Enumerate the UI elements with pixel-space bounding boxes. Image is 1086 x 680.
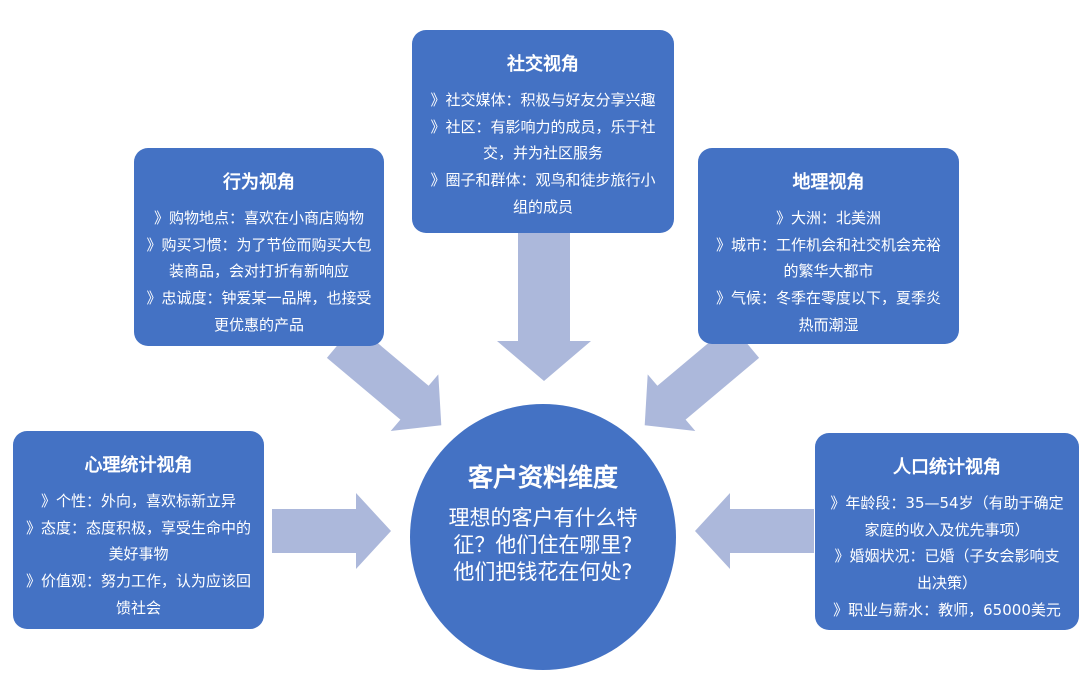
bullet-item: 》购物地点：喜欢在小商店购物 — [153, 209, 364, 227]
bullet-item: 》社区：有影响力的成员，乐于社 交，并为社区服务 — [430, 117, 656, 163]
box-title: 社交视角 — [507, 54, 579, 75]
box-title: 人口统计视角 — [893, 457, 1001, 478]
box-title: 心理统计视角 — [84, 455, 193, 476]
center-title: 客户资料维度 — [467, 463, 618, 492]
box-social-perspective: 社交视角 》社交媒体：积极与好友分享兴趣 》社区：有影响力的成员，乐于社 交，并… — [412, 30, 674, 233]
down-arrow-icon — [497, 233, 591, 381]
bullet-item: 》职业与薪水：教师，65000美元 — [833, 600, 1061, 619]
down-left-arrow-icon — [644, 324, 760, 431]
bullet-item: 》圈子和群体：观鸟和徒步旅行小 组的成员 — [430, 171, 656, 216]
box-geographic-perspective: 地理视角 》大洲：北美洲 》城市：工作机会和社交机会充裕 的繁华大都市 》气候：… — [698, 148, 959, 344]
bullet-item: 》态度：态度积极，享受生命中的 美好事物 — [25, 518, 251, 564]
bullet-item: 》大洲：北美洲 — [775, 209, 881, 227]
bullet-item: 》购买习惯：为了节俭而购买大包 装商品，会对打折有新响应 — [146, 235, 372, 281]
center-body-text: 理想的客户有什么特 征？他们住在哪里? 他们把钱花在何处? — [448, 505, 638, 585]
bullet-item: 》价值观：努力工作，认为应该回 馈社会 — [25, 572, 251, 617]
box-title: 地理视角 — [792, 172, 865, 193]
box-behavior-perspective: 行为视角 》购物地点：喜欢在小商店购物 》购买习惯：为了节俭而购买大包 装商品，… — [134, 148, 384, 346]
left-arrow-icon — [695, 493, 814, 569]
bullet-item: 》婚姻状况：已婚（子女会影响支 出决策） — [834, 547, 1060, 593]
down-right-arrow-icon — [326, 324, 442, 431]
bullet-item: 》年龄段：35—54岁（有助于确定 家庭的收入及优先事项） — [830, 494, 1064, 539]
right-arrow-icon — [272, 493, 391, 569]
box-demographic-perspective: 人口统计视角 》年龄段：35—54岁（有助于确定 家庭的收入及优先事项） 》婚姻… — [815, 433, 1079, 630]
bullet-item: 》城市：工作机会和社交机会充裕 的繁华大都市 — [715, 235, 941, 281]
box-psychographic-perspective: 心理统计视角 》个性：外向，喜欢标新立异 》态度：态度积极，享受生命中的 美好事… — [13, 431, 264, 629]
bullet-item: 》社交媒体：积极与好友分享兴趣 — [430, 91, 656, 109]
bullet-item: 》忠诚度：钟爱某一品牌，也接受 更优惠的产品 — [146, 289, 372, 334]
bullet-item: 》气候：冬季在零度以下，夏季炎 热而潮湿 — [715, 289, 941, 334]
box-title: 行为视角 — [223, 172, 295, 193]
bullet-item: 》个性：外向，喜欢标新立异 — [40, 492, 236, 510]
center-hub-circle: 客户资料维度 理想的客户有什么特 征？他们住在哪里? 他们把钱花在何处? — [410, 404, 676, 670]
